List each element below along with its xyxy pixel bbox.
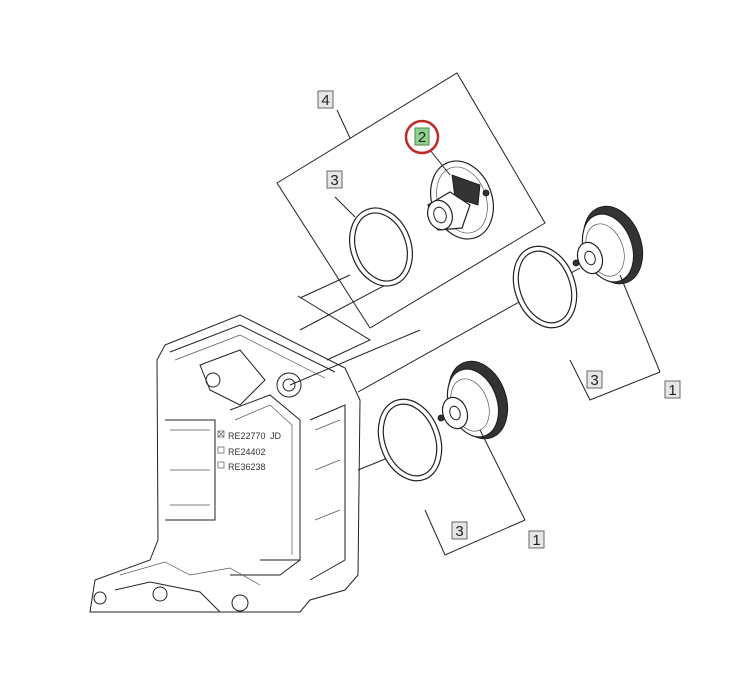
callout-3-lower[interactable]: 3 bbox=[451, 521, 468, 540]
housing-label-row2: RE24402 bbox=[228, 447, 266, 457]
highlight-ring bbox=[404, 119, 440, 155]
seal-ring-lower bbox=[377, 398, 443, 482]
callout-4[interactable]: 4 bbox=[317, 90, 334, 109]
callout-1-lower-label: 1 bbox=[532, 532, 540, 549]
callout-3-upper[interactable]: 3 bbox=[586, 370, 603, 389]
checkbox-icon bbox=[217, 430, 225, 438]
callout-2-highlighted[interactable]: 2 bbox=[404, 119, 440, 155]
highlight-fill bbox=[414, 127, 430, 146]
callout-3-kit-label: 3 bbox=[330, 172, 338, 189]
housing-label-row3: RE36238 bbox=[228, 462, 266, 472]
seal-ring-kit bbox=[334, 196, 413, 287]
callout-3-lower-label: 3 bbox=[455, 523, 463, 540]
callout-1-upper[interactable]: 1 bbox=[664, 380, 681, 399]
checkbox-icon bbox=[217, 446, 225, 454]
thermostat-part-1-lower bbox=[437, 360, 509, 440]
callout-4-label: 4 bbox=[321, 92, 329, 109]
thermostat-part-1-upper bbox=[572, 205, 644, 285]
kit-outline-4 bbox=[276, 72, 546, 329]
housing-label-row1: RE22770 bbox=[228, 431, 266, 441]
thermostat-part-2 bbox=[427, 149, 494, 240]
callout-1-upper-label: 1 bbox=[668, 382, 676, 399]
checkbox-icon bbox=[217, 461, 225, 469]
callout-3-upper-label: 3 bbox=[590, 372, 598, 389]
housing-label-row1-suffix: JD bbox=[270, 431, 282, 441]
seal-ring-upper bbox=[512, 245, 578, 329]
callout-2-label: 2 bbox=[418, 129, 426, 146]
callout-3-kit[interactable]: 3 bbox=[326, 170, 343, 189]
engine-housing: RE22770 JD RE24402 RE36238 bbox=[89, 314, 361, 613]
callout-1-lower[interactable]: 1 bbox=[528, 530, 545, 549]
leader-lines bbox=[424, 274, 661, 556]
